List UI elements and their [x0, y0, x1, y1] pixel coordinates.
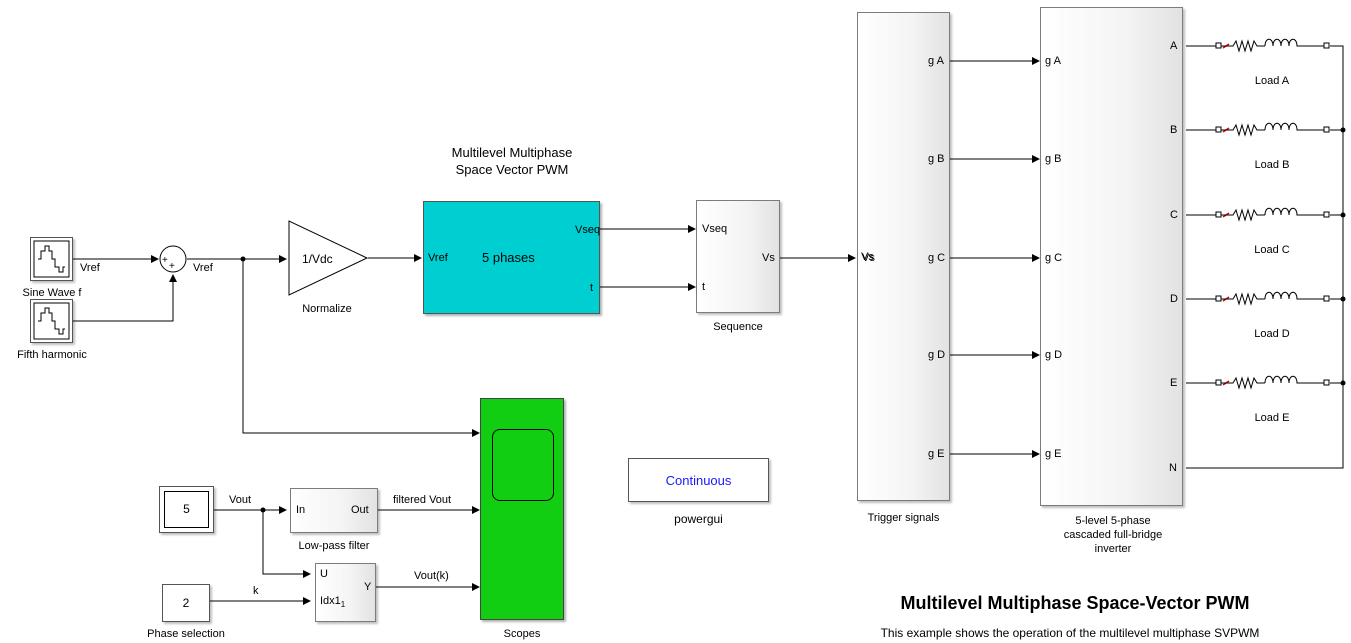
- phase-selection-block[interactable]: 2: [162, 584, 210, 622]
- wire-label-vout: Vout: [229, 494, 252, 506]
- powergui-label: powergui: [674, 512, 723, 526]
- wire-label-filtered-vout: filtered Vout: [393, 494, 452, 506]
- gain-text: 1/Vdc: [302, 252, 333, 266]
- load-d-label: Load D: [1254, 328, 1290, 340]
- constant-5-value: 5: [183, 502, 190, 516]
- sequence-port-t: t: [702, 281, 706, 293]
- wire-label-vout-k: Vout(k): [414, 570, 449, 582]
- load-a-label: Load A: [1254, 75, 1290, 87]
- fifth-harmonic-block[interactable]: [30, 299, 73, 343]
- constant-5-block[interactable]: 5: [159, 486, 214, 533]
- inverter-port-gc: g C: [1045, 252, 1063, 264]
- model-title: Multilevel Multiphase Space-Vector PWM: [900, 593, 1250, 613]
- wire-fifth: [73, 274, 177, 322]
- wire-label-k: k: [253, 585, 259, 597]
- scopes-block[interactable]: [480, 398, 564, 620]
- wire-vref-scope: [242, 259, 480, 437]
- trigger-signals-block[interactable]: Vs g A g B g C g D g E: [857, 12, 950, 501]
- trigger-port-ge: g E: [928, 448, 945, 460]
- load-b-label: Load B: [1254, 159, 1290, 171]
- wire-label-vs: Vs: [861, 251, 874, 263]
- scope-screen-icon: [492, 429, 554, 501]
- low-pass-filter-label: Low-pass filter: [298, 540, 370, 552]
- wire-label-vref-sum: Vref: [193, 262, 213, 274]
- sequence-label: Sequence: [713, 321, 763, 333]
- svg-text:+: +: [162, 255, 168, 266]
- svpwm-center-text: 5 phases: [482, 250, 535, 265]
- svpwm-port-vseq: Vseq: [575, 224, 601, 236]
- svpwm-caption-line1: Multilevel Multiphase: [451, 145, 573, 160]
- load-rl-symbol[interactable]: [1215, 375, 1330, 390]
- svpwm-port-t: t: [590, 282, 594, 294]
- phase-selection-label: Phase selection: [147, 628, 225, 640]
- svpwm-block[interactable]: Vref 5 phases Vseq t: [423, 201, 600, 314]
- fifth-harmonic-label: Fifth harmonic: [17, 349, 87, 361]
- scopes-label: Scopes: [503, 628, 541, 640]
- selector-port-y: Y: [364, 581, 372, 593]
- sequence-block[interactable]: Vseq t Vs: [696, 200, 780, 313]
- inverter-port-c: C: [1170, 209, 1178, 221]
- model-description: This example shows the operation of the …: [880, 626, 1260, 640]
- inverter-port-e: E: [1170, 377, 1178, 389]
- inverter-port-d: D: [1170, 293, 1178, 305]
- load-rl-symbol[interactable]: [1215, 291, 1330, 306]
- selector-port-u: U: [320, 568, 328, 580]
- sine-wave-block[interactable]: [30, 237, 73, 281]
- inverter-label-line2: cascaded full-bridge: [1063, 529, 1163, 541]
- normalize-gain-shape: [288, 220, 369, 296]
- inverter-port-a: A: [1170, 40, 1178, 52]
- trigger-signals-label: Trigger signals: [867, 512, 940, 524]
- phase-selection-value: 2: [182, 596, 190, 610]
- inverter-label-line1: 5-level 5-phase: [1075, 515, 1151, 527]
- sine-wave-icon: [33, 240, 70, 278]
- selector-port-idx: Idx11: [320, 595, 346, 610]
- sequence-port-vs: Vs: [762, 252, 775, 264]
- lpf-port-out: Out: [351, 504, 369, 516]
- lpf-port-in: In: [296, 504, 306, 516]
- load-rl-symbol[interactable]: [1215, 207, 1330, 222]
- inverter-label-line3: inverter: [1094, 543, 1132, 555]
- trigger-port-ga: g A: [928, 55, 944, 67]
- load-rl-symbol[interactable]: [1215, 38, 1330, 53]
- inverter-block[interactable]: g A g B g C g D g E A B C D E N: [1040, 7, 1183, 506]
- powergui-continuous-button[interactable]: Continuous: [628, 458, 769, 502]
- inverter-port-ga: g A: [1045, 55, 1061, 67]
- trigger-port-gc: g C: [928, 252, 946, 264]
- trigger-port-gb: g B: [928, 153, 945, 165]
- inverter-port-gb: g B: [1045, 153, 1062, 165]
- load-e-label: Load E: [1254, 412, 1290, 424]
- low-pass-filter-block[interactable]: In Out: [290, 488, 378, 533]
- inverter-port-ge: g E: [1045, 448, 1062, 460]
- load-c-label: Load C: [1254, 244, 1290, 256]
- inverter-port-b: B: [1170, 124, 1178, 136]
- trigger-port-gd: g D: [928, 349, 946, 361]
- sum-block: + +: [159, 245, 187, 273]
- continuous-text: Continuous: [665, 473, 732, 488]
- svpwm-port-vref: Vref: [428, 252, 448, 264]
- normalize-label: Normalize: [302, 303, 352, 315]
- selector-block[interactable]: U Idx11 Y: [315, 563, 376, 622]
- sequence-port-vseq: Vseq: [702, 223, 728, 235]
- inverter-port-n: N: [1169, 462, 1177, 474]
- load-rl-symbol[interactable]: [1215, 122, 1330, 137]
- svg-text:+: +: [169, 261, 175, 272]
- fifth-harmonic-icon: [33, 302, 70, 340]
- trigger-port-vs: Vs: [862, 252, 875, 264]
- sine-wave-label: Sine Wave f: [22, 287, 82, 299]
- svpwm-caption-line2: Space Vector PWM: [455, 162, 569, 177]
- wire-label-vref-sine: Vref: [80, 262, 100, 274]
- inverter-port-gd: g D: [1045, 349, 1063, 361]
